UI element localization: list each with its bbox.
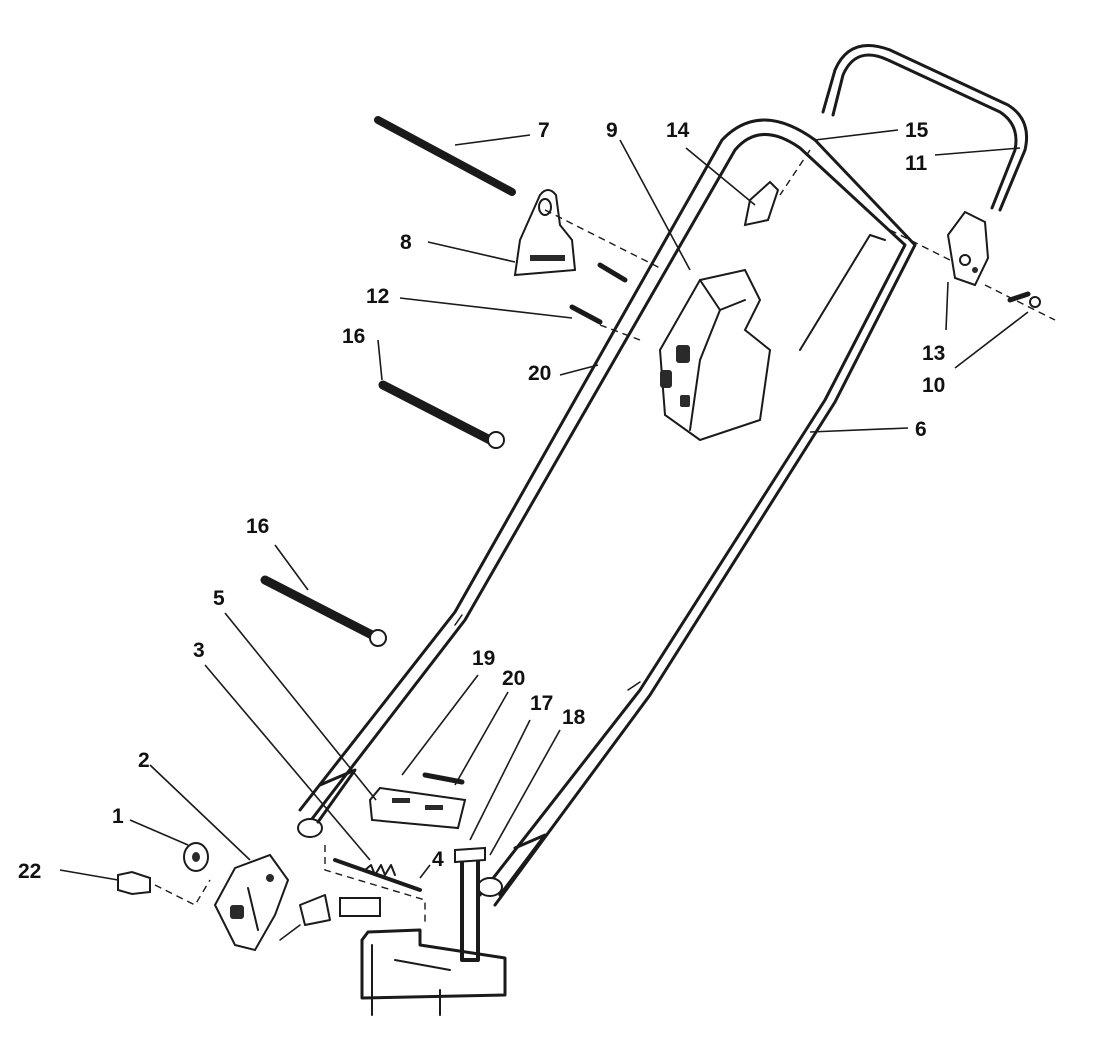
callout-11: 11 — [905, 152, 928, 175]
callout-6: 6 — [915, 418, 927, 441]
part-7-rod — [374, 116, 516, 196]
part-16-lower-bolt — [260, 575, 387, 647]
part-10-screw — [1007, 291, 1041, 308]
callout-18: 18 — [562, 706, 586, 729]
callout-17: 17 — [530, 692, 553, 715]
callout-13: 13 — [922, 342, 945, 365]
part-13-bracket — [946, 210, 990, 287]
callout-7: 7 — [538, 119, 550, 142]
callout-19: 19 — [472, 647, 495, 670]
leader-lines — [59, 129, 1056, 881]
part-6-handle — [297, 118, 917, 907]
part-16-upper-bolt — [378, 380, 505, 449]
part-14-clip — [743, 180, 780, 227]
callout-10: 10 — [922, 374, 945, 397]
callout-8: 8 — [400, 231, 412, 254]
callout-21: 20 — [528, 362, 551, 385]
part-18-lever — [454, 846, 486, 962]
part-12-screw — [569, 262, 628, 325]
deck-frame — [279, 894, 507, 1016]
part-20-pin — [422, 772, 465, 785]
callout-14: 14 — [666, 119, 690, 142]
callout-1: 1 — [112, 805, 124, 828]
callout-15: 15 — [905, 119, 929, 142]
callout-12: 12 — [366, 285, 389, 308]
part-5-bracket — [368, 786, 467, 830]
part-11-bail — [821, 44, 1029, 212]
callout-20: 20 — [502, 667, 525, 690]
part-9-housing — [658, 268, 772, 442]
callout-3: 3 — [193, 639, 205, 662]
callout-9: 9 — [606, 119, 618, 142]
part-1-nut — [183, 842, 209, 872]
callout-16b: 16 — [246, 515, 269, 538]
part-8-bracket — [513, 189, 577, 277]
callout-16a: 16 — [342, 325, 365, 348]
callout-22: 22 — [18, 860, 41, 883]
part-2-bracket — [213, 853, 290, 952]
callout-4: 4 — [432, 848, 444, 871]
callout-5: 5 — [213, 587, 225, 610]
part-3-spring-rod — [324, 845, 426, 925]
callout-2: 2 — [138, 749, 150, 772]
part-22-bolt — [117, 870, 211, 906]
callout-labels: 7 9 14 15 11 8 12 16 20 13 10 6 16 5 3 1… — [18, 119, 945, 883]
